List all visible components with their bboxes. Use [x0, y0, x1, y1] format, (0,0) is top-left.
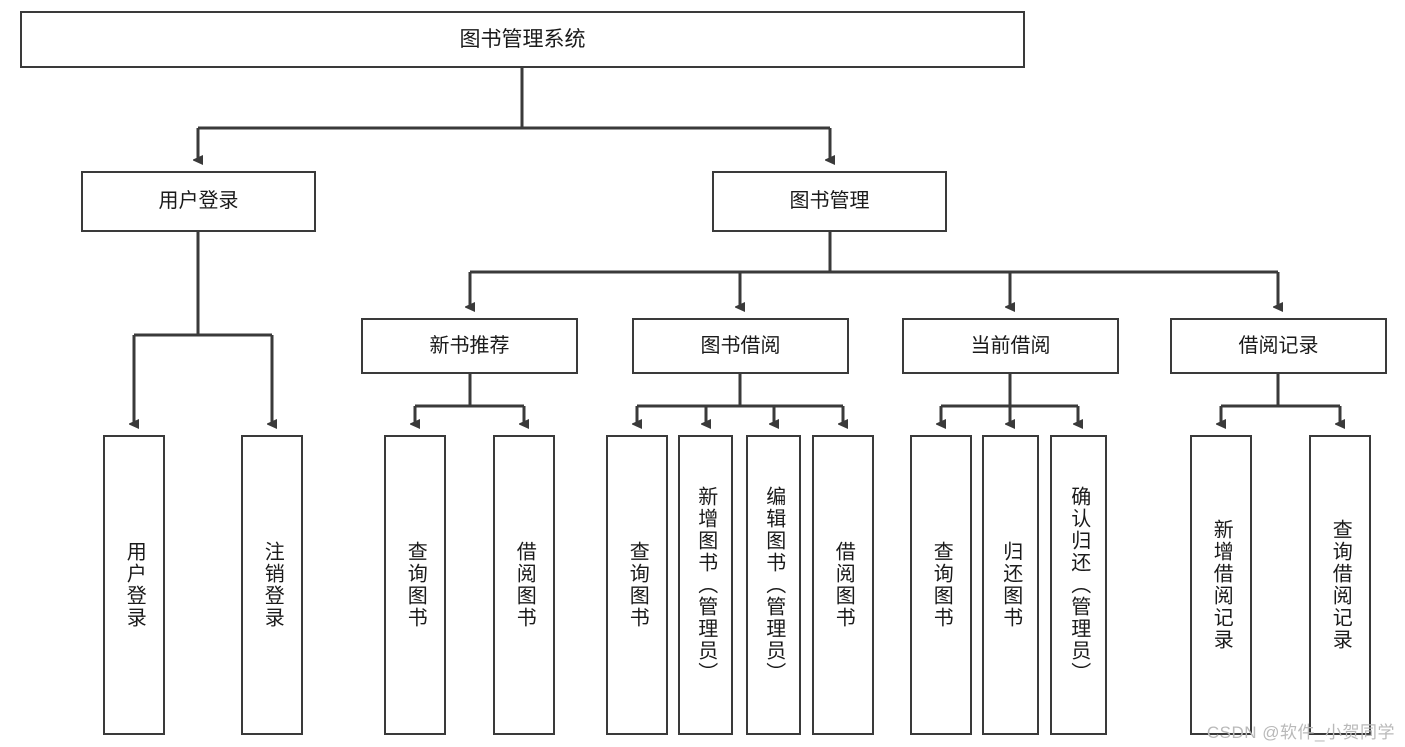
node-leaf-logout[interactable]: 注销登录: [241, 435, 303, 735]
node-leaf-edit-book[interactable]: 编辑图书（管理员）: [746, 435, 801, 735]
node-leaf-borrow-book-2-label: 借阅图书: [832, 541, 855, 629]
node-leaf-query-book-2[interactable]: 查询图书: [606, 435, 668, 735]
node-leaf-user-login[interactable]: 用户登录: [103, 435, 165, 735]
node-leaf-edit-book-label: 编辑图书（管理员）: [762, 486, 785, 684]
node-leaf-query-book-3-label: 查询图书: [930, 541, 953, 629]
node-borrow-record-label: 借阅记录: [1238, 334, 1319, 357]
node-leaf-query-book-2-label: 查询图书: [626, 541, 649, 629]
node-leaf-add-book-label: 新增图书（管理员）: [694, 486, 717, 684]
node-new-book-recommend-label: 新书推荐: [429, 334, 510, 357]
node-leaf-add-record-label: 新增借阅记录: [1210, 519, 1233, 651]
node-user-login-label: 用户登录: [158, 190, 239, 213]
node-leaf-add-book[interactable]: 新增图书（管理员）: [678, 435, 733, 735]
node-leaf-logout-label: 注销登录: [261, 541, 284, 629]
node-user-login[interactable]: 用户登录: [81, 171, 316, 232]
node-leaf-borrow-book-1[interactable]: 借阅图书: [493, 435, 555, 735]
node-book-borrow-label: 图书借阅: [700, 334, 781, 357]
node-leaf-confirm-return-label: 确认归还（管理员）: [1067, 486, 1090, 684]
node-leaf-return-book-label: 归还图书: [999, 541, 1022, 629]
node-leaf-query-record[interactable]: 查询借阅记录: [1309, 435, 1371, 735]
node-leaf-return-book[interactable]: 归还图书: [982, 435, 1039, 735]
node-leaf-confirm-return[interactable]: 确认归还（管理员）: [1050, 435, 1107, 735]
node-leaf-borrow-book-1-label: 借阅图书: [513, 541, 536, 629]
node-leaf-query-record-label: 查询借阅记录: [1329, 519, 1352, 651]
node-leaf-add-record[interactable]: 新增借阅记录: [1190, 435, 1252, 735]
node-current-borrow[interactable]: 当前借阅: [902, 318, 1119, 374]
node-leaf-query-book-1-label: 查询图书: [404, 541, 427, 629]
node-new-book-recommend[interactable]: 新书推荐: [361, 318, 578, 374]
node-root[interactable]: 图书管理系统: [20, 11, 1025, 68]
node-current-borrow-label: 当前借阅: [970, 334, 1051, 357]
node-leaf-borrow-book-2[interactable]: 借阅图书: [812, 435, 874, 735]
watermark-text: CSDN @软件_小贺同学: [1206, 723, 1395, 742]
node-book-manage-label: 图书管理: [789, 190, 870, 213]
node-book-manage[interactable]: 图书管理: [712, 171, 947, 232]
node-borrow-record[interactable]: 借阅记录: [1170, 318, 1387, 374]
node-book-borrow[interactable]: 图书借阅: [632, 318, 849, 374]
node-leaf-query-book-1[interactable]: 查询图书: [384, 435, 446, 735]
node-leaf-user-login-label: 用户登录: [123, 541, 146, 629]
node-leaf-query-book-3[interactable]: 查询图书: [910, 435, 972, 735]
node-root-label: 图书管理系统: [459, 27, 586, 51]
